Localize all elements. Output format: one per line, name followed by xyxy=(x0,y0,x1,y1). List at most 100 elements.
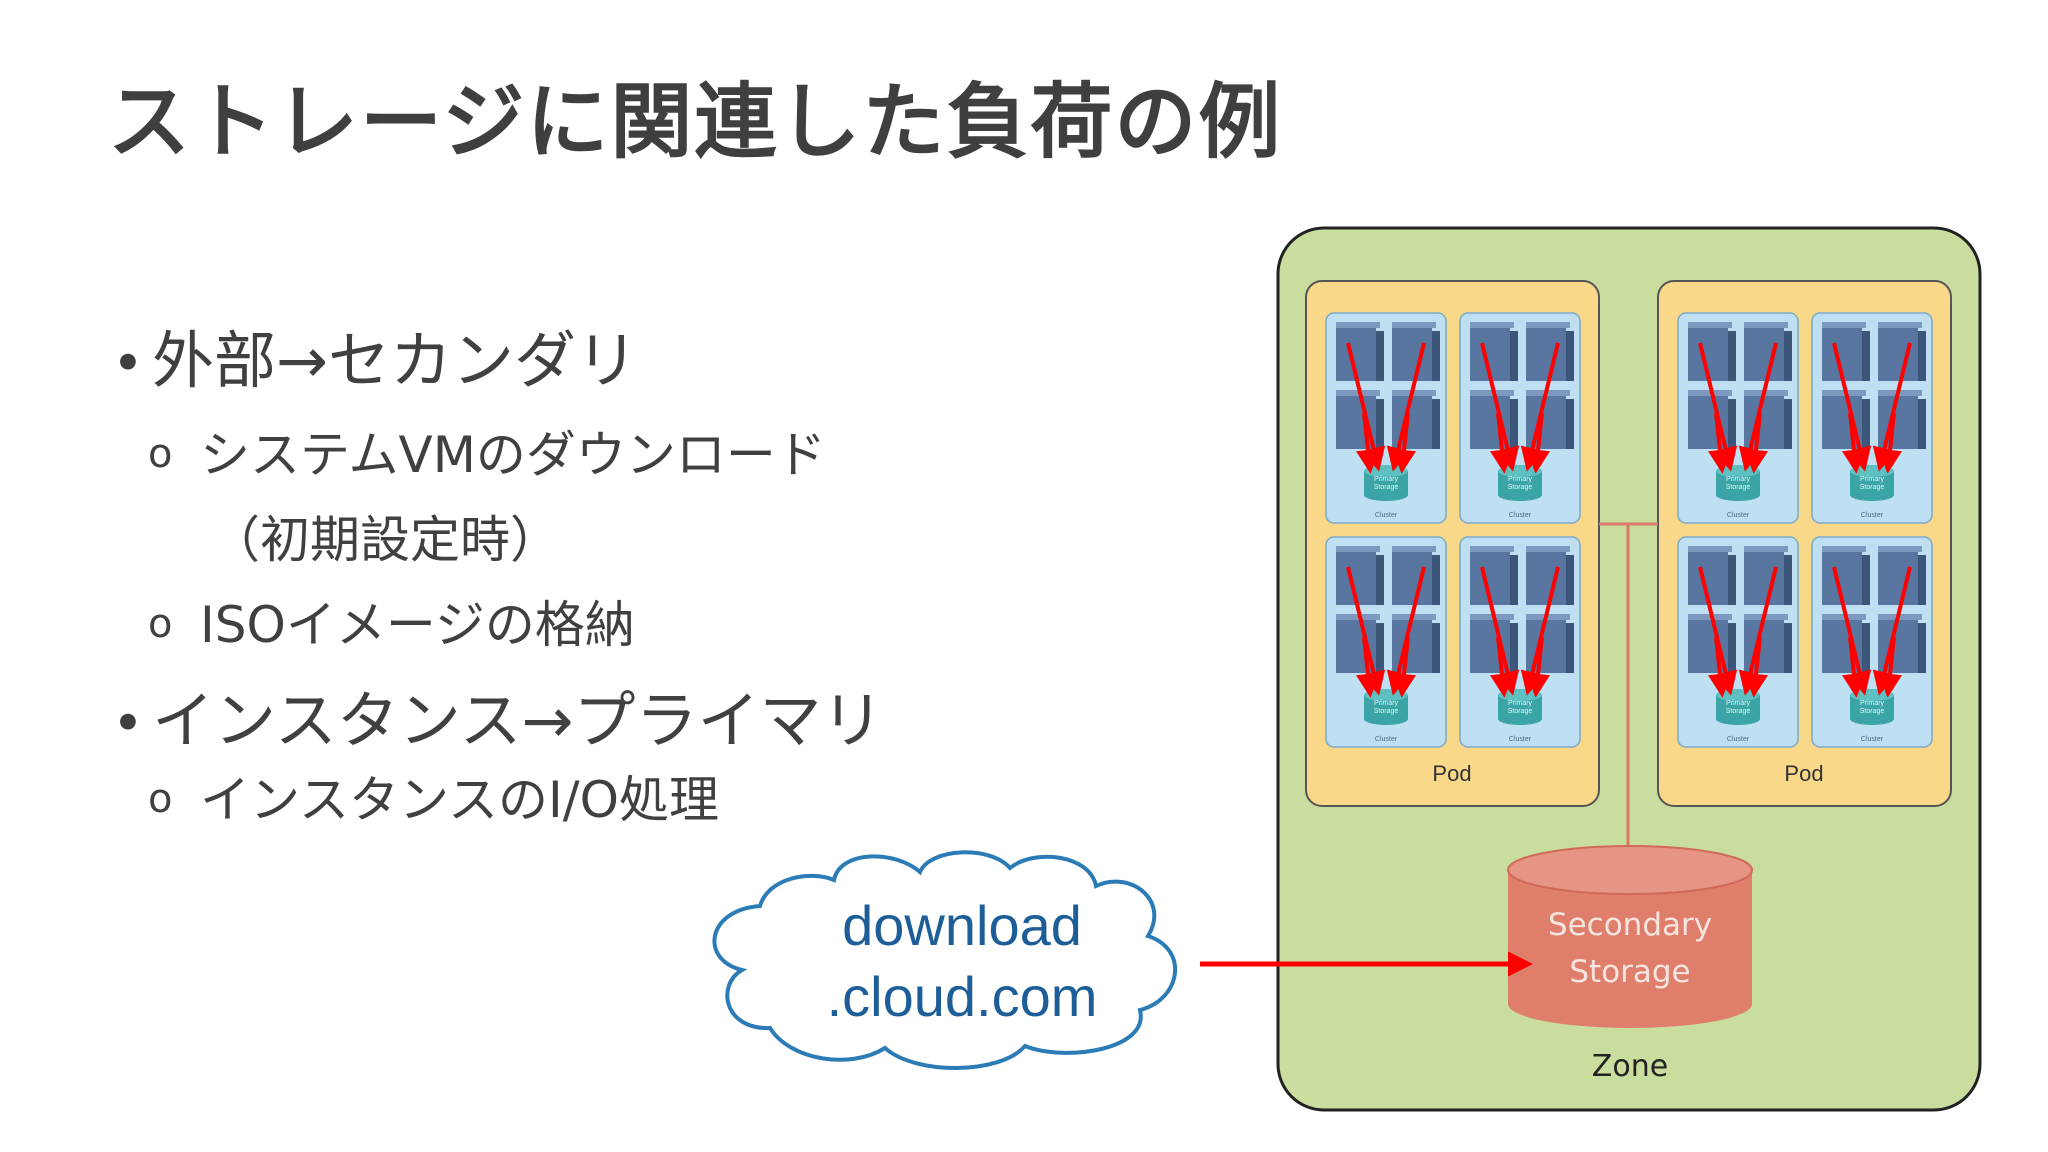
primary-storage-label: Primary xyxy=(1508,700,1533,707)
cluster-label: Cluster xyxy=(1861,512,1884,519)
server-body xyxy=(1336,395,1376,449)
cluster-label: Cluster xyxy=(1509,512,1532,519)
server-side xyxy=(1566,623,1574,673)
server-top xyxy=(1688,322,1732,328)
io-arrow xyxy=(1346,566,1386,696)
server-side xyxy=(1376,623,1384,673)
server-body xyxy=(1878,327,1918,381)
server-side xyxy=(1728,623,1736,673)
sub-bullet-marker: o xyxy=(148,431,173,477)
cluster-label: Cluster xyxy=(1375,512,1398,519)
server-icon xyxy=(1878,322,1926,381)
primary-storage-label: Storage xyxy=(1374,484,1399,491)
bullet-1: •外部→セカンダリ xyxy=(112,330,638,392)
primary-storage-label: Storage xyxy=(1374,708,1399,715)
io-arrow xyxy=(1878,412,1902,474)
server-side xyxy=(1862,623,1870,673)
primary-storage-bottom xyxy=(1364,713,1408,725)
server-icon xyxy=(1822,390,1870,449)
server-side xyxy=(1566,555,1574,605)
server-top xyxy=(1688,614,1732,620)
server-body xyxy=(1526,619,1566,673)
primary-storage-label: Primary xyxy=(1508,476,1533,483)
server-top xyxy=(1470,614,1514,620)
primary-storage-label: Primary xyxy=(1374,700,1399,707)
server-body xyxy=(1744,327,1784,381)
server-body xyxy=(1392,551,1432,605)
server-body xyxy=(1470,395,1510,449)
io-arrow xyxy=(1386,342,1426,472)
server-side xyxy=(1432,555,1440,605)
io-arrow xyxy=(1872,566,1912,696)
server-side xyxy=(1918,555,1926,605)
server-top xyxy=(1878,546,1922,552)
server-side xyxy=(1862,331,1870,381)
server-top xyxy=(1878,390,1922,396)
server-body xyxy=(1392,395,1432,449)
cluster-label: Cluster xyxy=(1727,512,1750,519)
server-body xyxy=(1878,395,1918,449)
pod-label-right: Pod xyxy=(1784,761,1823,786)
server-side xyxy=(1432,399,1440,449)
server-body xyxy=(1878,619,1918,673)
io-arrow xyxy=(1520,342,1560,472)
server-side xyxy=(1432,331,1440,381)
server-side xyxy=(1784,623,1792,673)
primary-storage-label: Storage xyxy=(1726,484,1751,491)
server-top xyxy=(1470,546,1514,552)
primary-storage-bottom xyxy=(1850,713,1894,725)
server-top xyxy=(1336,322,1380,328)
server-side xyxy=(1510,399,1518,449)
server-side xyxy=(1918,623,1926,673)
server-side xyxy=(1918,399,1926,449)
cloud-label-1: download xyxy=(842,894,1082,957)
primary-storage-label: Primary xyxy=(1726,476,1751,483)
server-icon xyxy=(1392,322,1440,381)
server-side xyxy=(1728,331,1736,381)
secondary-storage-body xyxy=(1508,870,1752,1028)
server-side xyxy=(1784,555,1792,605)
server-body xyxy=(1822,395,1862,449)
io-arrow xyxy=(1520,566,1560,696)
io-arrow xyxy=(1356,412,1380,474)
server-icon xyxy=(1336,614,1384,673)
primary-storage-bottom xyxy=(1364,489,1408,501)
server-icon xyxy=(1336,390,1384,449)
server-icon xyxy=(1822,546,1870,605)
secondary-storage-top xyxy=(1507,845,1753,895)
server-body xyxy=(1392,619,1432,673)
server-body xyxy=(1526,327,1566,381)
server-top xyxy=(1392,322,1436,328)
server-body xyxy=(1392,327,1432,381)
clusters-layer: PrimaryStorageClusterPrimaryStorageClust… xyxy=(1325,312,1933,748)
io-arrow xyxy=(1526,636,1550,698)
primary-storage-label: Storage xyxy=(1860,484,1885,491)
primary-storage-label: Storage xyxy=(1860,708,1885,715)
server-side xyxy=(1510,555,1518,605)
primary-storage-bottom xyxy=(1850,489,1894,501)
server-top xyxy=(1744,390,1788,396)
io-arrow xyxy=(1878,636,1902,698)
server-side xyxy=(1566,399,1574,449)
server-icon xyxy=(1822,614,1870,673)
io-arrow xyxy=(1356,636,1380,698)
server-side xyxy=(1728,555,1736,605)
server-top xyxy=(1688,390,1732,396)
server-top xyxy=(1744,546,1788,552)
io-arrow xyxy=(1480,566,1520,696)
slide-title: ストレージに関連した負荷の例 xyxy=(108,75,1283,170)
primary-storage-bottom xyxy=(1716,713,1760,725)
server-top xyxy=(1336,614,1380,620)
secondary-storage: Secondary Storage xyxy=(1507,845,1753,1028)
server-icon xyxy=(1688,390,1736,449)
io-arrow xyxy=(1738,342,1778,472)
secondary-storage-label-1: Secondary xyxy=(1548,907,1712,943)
io-arrow xyxy=(1708,636,1732,698)
io-arrow xyxy=(1526,412,1550,474)
